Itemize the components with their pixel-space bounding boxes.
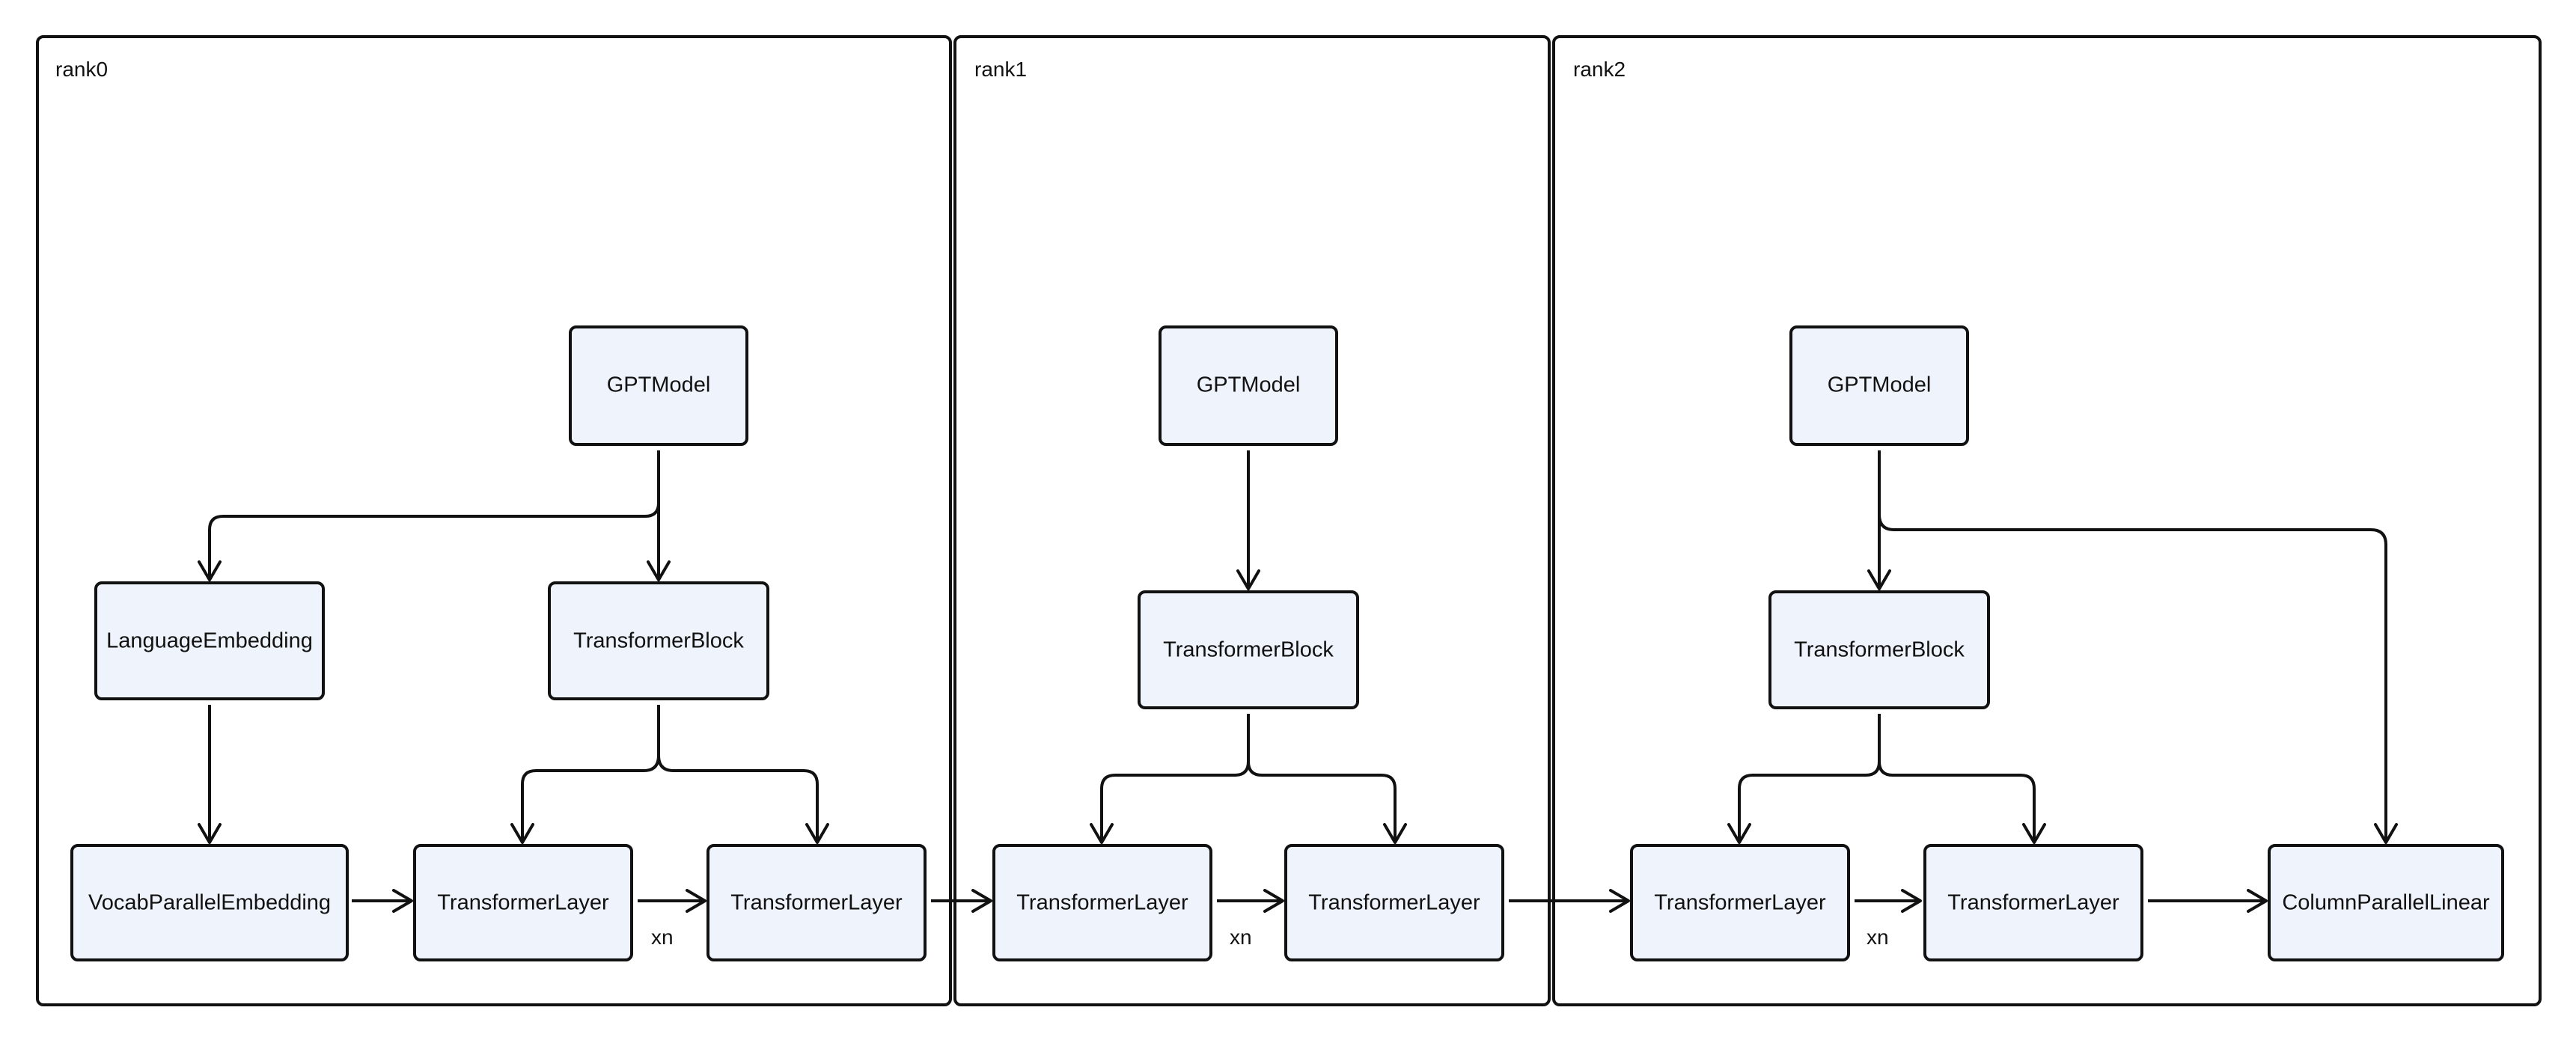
panel-rank1: rank1 xn GPTModel TransformerBlock Trans… xyxy=(953,35,1551,1006)
node-gptmodel-label: GPTModel xyxy=(1828,373,1932,397)
node-gptmodel-label: GPTModel xyxy=(1197,373,1301,397)
panel-rank2-title: rank2 xyxy=(1573,58,1626,81)
node-transformerlayer-2-label: TransformerLayer xyxy=(1947,891,2119,915)
repeat-label: xn xyxy=(1867,926,1889,949)
node-vocabparallelembedding-label: VocabParallelEmbedding xyxy=(88,891,331,915)
node-transformerblock: TransformerBlock xyxy=(548,581,769,700)
node-languageembedding-label: LanguageEmbedding xyxy=(106,629,313,653)
node-transformerlayer-1-label: TransformerLayer xyxy=(437,891,609,915)
panel-rank0: rank0 xn GPTModel LanguageEmbedding Tran… xyxy=(36,35,952,1006)
node-transformerlayer-2-label: TransformerLayer xyxy=(1308,891,1480,915)
edge-transformerblock-to-layer2 xyxy=(657,705,829,844)
node-transformerblock: TransformerBlock xyxy=(1768,590,1990,709)
node-transformerlayer-1: TransformerLayer xyxy=(413,844,633,961)
node-transformerlayer-1: TransformerLayer xyxy=(992,844,1212,961)
node-transformerlayer-2: TransformerLayer xyxy=(706,844,927,961)
edge-transformerblock-to-layer2 xyxy=(1247,714,1407,844)
node-languageembedding: LanguageEmbedding xyxy=(94,581,325,700)
node-transformerlayer-1-label: TransformerLayer xyxy=(1654,891,1826,915)
node-transformerlayer-1: TransformerLayer xyxy=(1630,844,1850,961)
panel-rank2: rank2 xn GPTModel TransformerBlock Trans… xyxy=(1552,35,2542,1006)
panel-rank2-frame xyxy=(1552,35,2542,1006)
node-transformerlayer-1-label: TransformerLayer xyxy=(1016,891,1188,915)
node-transformerblock-label: TransformerBlock xyxy=(1163,638,1334,662)
panel-rank1-title: rank1 xyxy=(974,58,1027,81)
edge-gptmodel-to-columnparallellinear xyxy=(1878,450,2398,844)
node-transformerblock-label: TransformerBlock xyxy=(573,629,744,653)
node-columnparallellinear-label: ColumnParallelLinear xyxy=(2282,891,2490,915)
node-gptmodel: GPTModel xyxy=(1789,325,1969,446)
panel-rank0-frame xyxy=(36,35,952,1006)
node-gptmodel-label: GPTModel xyxy=(607,373,711,397)
node-gptmodel: GPTModel xyxy=(569,325,748,446)
panel-rank0-title: rank0 xyxy=(55,58,108,81)
panel-rank1-frame xyxy=(953,35,1551,1006)
node-columnparallellinear: ColumnParallelLinear xyxy=(2268,844,2504,961)
edge-transformerblock-to-layer1 xyxy=(510,705,660,844)
node-transformerlayer-2: TransformerLayer xyxy=(1284,844,1504,961)
node-transformerblock-label: TransformerBlock xyxy=(1794,638,1965,662)
repeat-label: xn xyxy=(1230,926,1252,949)
node-gptmodel: GPTModel xyxy=(1159,325,1338,446)
node-transformerlayer-2: TransformerLayer xyxy=(1923,844,2143,961)
node-transformerlayer-2-label: TransformerLayer xyxy=(730,891,903,915)
node-vocabparallelembedding: VocabParallelEmbedding xyxy=(70,844,349,961)
repeat-label: xn xyxy=(651,926,674,949)
node-transformerblock: TransformerBlock xyxy=(1138,590,1359,709)
edge-transformerblock-to-layer2 xyxy=(1878,714,2046,844)
